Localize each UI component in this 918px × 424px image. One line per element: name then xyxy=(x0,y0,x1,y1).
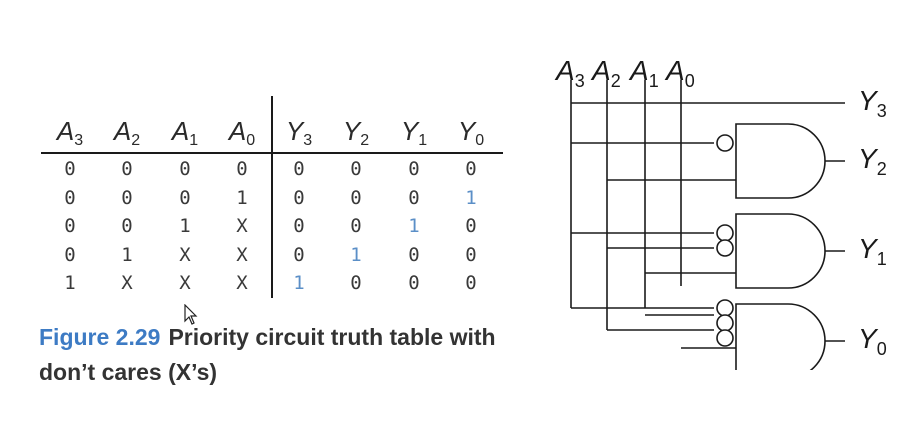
inversion-bubble-icon xyxy=(716,329,734,347)
column-header-a0: A0 xyxy=(228,116,256,149)
table-cell: 0 xyxy=(179,158,191,180)
table-cell: 1 xyxy=(293,272,305,294)
inversion-bubble-icon xyxy=(716,314,734,332)
figure-label: Figure 2.29 xyxy=(39,324,161,350)
and-gate-y1 xyxy=(735,213,826,289)
figure-caption-text: Priority circuit truth table with don’t … xyxy=(39,324,496,385)
table-cell: 0 xyxy=(350,186,362,209)
table-cell: 0 xyxy=(465,272,477,294)
table-cell: 0 xyxy=(64,243,76,266)
table-cell: 1 xyxy=(64,272,76,294)
output-label-y0: Y0 xyxy=(858,323,887,359)
table-cell: 1 xyxy=(350,243,362,266)
table-cell: 1 xyxy=(179,215,191,237)
table-cell: 1 xyxy=(236,186,248,209)
table-cell: 0 xyxy=(121,158,133,180)
table-cell: 0 xyxy=(465,215,477,237)
and-gate-y2 xyxy=(735,123,826,199)
table-cell: 0 xyxy=(408,272,420,294)
table-cell: 0 xyxy=(350,158,362,180)
table-cell: 0 xyxy=(408,243,420,266)
column-header-a3: A3 xyxy=(56,116,84,149)
column-header-y1: Y1 xyxy=(400,116,428,149)
table-cell: 1 xyxy=(121,243,133,266)
table-cell: 1 xyxy=(408,215,420,237)
table-cell: 0 xyxy=(408,186,420,209)
column-header-a1: A1 xyxy=(171,116,199,149)
output-label-y2: Y2 xyxy=(858,143,887,179)
column-header-y0: Y0 xyxy=(457,116,485,149)
output-label-y3: Y3 xyxy=(858,85,887,121)
input-label-a2: A2 xyxy=(590,55,621,91)
table-cell: 0 xyxy=(465,158,477,180)
table-cell: X xyxy=(121,272,133,294)
column-header-a2: A2 xyxy=(113,116,141,149)
inversion-bubble-icon xyxy=(716,134,734,152)
table-cell: 0 xyxy=(293,215,305,237)
truth-table-divider xyxy=(271,96,273,298)
table-cell: 0 xyxy=(179,186,191,209)
inversion-bubble-icon xyxy=(716,299,734,317)
table-cell: X xyxy=(236,272,248,294)
column-header-y2: Y2 xyxy=(342,116,370,149)
table-cell: 1 xyxy=(465,186,477,209)
table-cell: 0 xyxy=(64,158,76,180)
table-cell: 0 xyxy=(293,186,305,209)
table-cell: 0 xyxy=(121,215,133,237)
table-cell: 0 xyxy=(64,215,76,237)
table-cell: 0 xyxy=(350,215,362,237)
table-cell: 0 xyxy=(408,158,420,180)
inversion-bubble-icon xyxy=(716,239,734,257)
mouse-cursor-icon xyxy=(184,304,198,325)
table-cell: X xyxy=(179,272,191,294)
input-label-a3: A3 xyxy=(554,55,585,91)
table-cell: 0 xyxy=(465,243,477,266)
column-header-y3: Y3 xyxy=(285,116,313,149)
and-gate-y0 xyxy=(735,303,826,370)
table-cell: 0 xyxy=(350,272,362,294)
input-label-a1: A1 xyxy=(628,55,659,91)
table-cell: X xyxy=(236,215,248,237)
table-cell: X xyxy=(236,243,248,266)
table-cell: 0 xyxy=(64,186,76,209)
inversion-bubble-icon xyxy=(716,224,734,242)
table-cell: 0 xyxy=(293,243,305,266)
table-cell: 0 xyxy=(236,158,248,180)
table-cell: X xyxy=(179,243,191,266)
table-cell: 0 xyxy=(293,158,305,180)
table-cell: 0 xyxy=(121,186,133,209)
output-label-y1: Y1 xyxy=(858,233,887,269)
input-label-a0: A0 xyxy=(664,55,695,91)
